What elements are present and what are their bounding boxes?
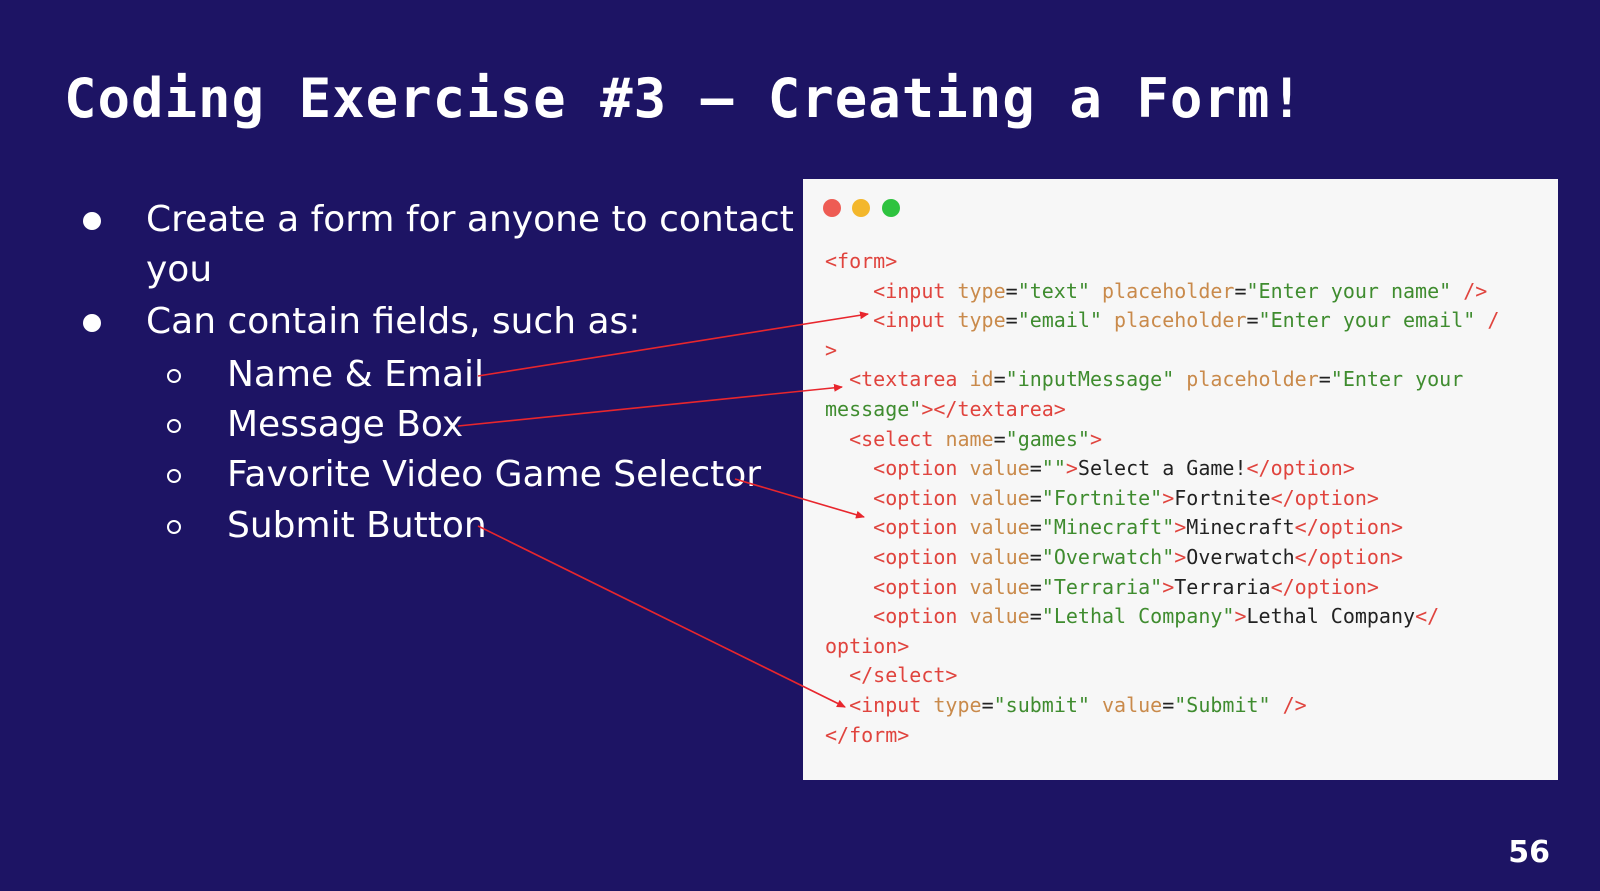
code-line: <select name="games"> <box>849 426 1102 451</box>
code-line: message"></textarea> <box>825 396 1066 421</box>
bullet-1-line-2: you <box>146 249 213 290</box>
code-line: <option value="">Select a Game!</option> <box>873 456 1355 481</box>
minimize-dot-icon <box>852 199 870 217</box>
bullet-1-line-1: Create a form for anyone to contact <box>146 199 794 240</box>
close-dot-icon <box>823 199 841 217</box>
code-line: > <box>825 337 838 362</box>
code-line: <option value="Lethal Company">Lethal Co… <box>873 604 1440 629</box>
sub-bullet-game-selector: Favorite Video Game Selector <box>227 454 762 495</box>
code-line: <option value="Minecraft">Minecraft</opt… <box>873 515 1404 540</box>
sub-bullet-message-box: Message Box <box>227 404 464 445</box>
code-line: <textarea id="inputMessage" placeholder=… <box>849 367 1464 392</box>
code-line: <option value="Terraria">Terraria</optio… <box>873 574 1379 599</box>
sub-bullet-circle-icon <box>167 520 181 534</box>
code-line: </select> <box>849 663 958 688</box>
bullet-dot-icon <box>83 314 101 332</box>
code-line: option> <box>825 633 910 658</box>
sub-bullet-circle-icon <box>167 469 181 483</box>
page-number: 56 <box>1508 835 1550 870</box>
sub-bullet-circle-icon <box>167 419 181 433</box>
code-line: <input type="text" placeholder="Enter yo… <box>873 278 1488 303</box>
code-block: <form> <input type="text" placeholder="E… <box>825 247 1499 750</box>
code-line: <form> <box>825 249 898 273</box>
maximize-dot-icon <box>882 199 900 217</box>
bullet-list: Create a form for anyone to contact you … <box>0 0 794 600</box>
slide-title: Coding Exercise #3 – Creating a Form! <box>64 67 1304 130</box>
sub-bullet-circle-icon <box>167 369 181 383</box>
sub-bullet-submit-button: Submit Button <box>227 505 487 546</box>
code-line: <input type="submit" value="Submit" /> <box>849 692 1307 717</box>
code-line: </form> <box>825 722 910 747</box>
bullet-dot-icon <box>83 212 101 230</box>
code-line: <input type="email" placeholder="Enter y… <box>873 308 1500 333</box>
code-line: <option value="Overwatch">Overwatch</opt… <box>873 544 1404 569</box>
code-window: <form> <input type="text" placeholder="E… <box>803 179 1558 780</box>
bullet-2-text: Can contain fields, such as: <box>146 301 641 342</box>
sub-bullet-name-email: Name & Email <box>227 354 485 395</box>
code-line: <option value="Fortnite">Fortnite</optio… <box>873 485 1379 510</box>
